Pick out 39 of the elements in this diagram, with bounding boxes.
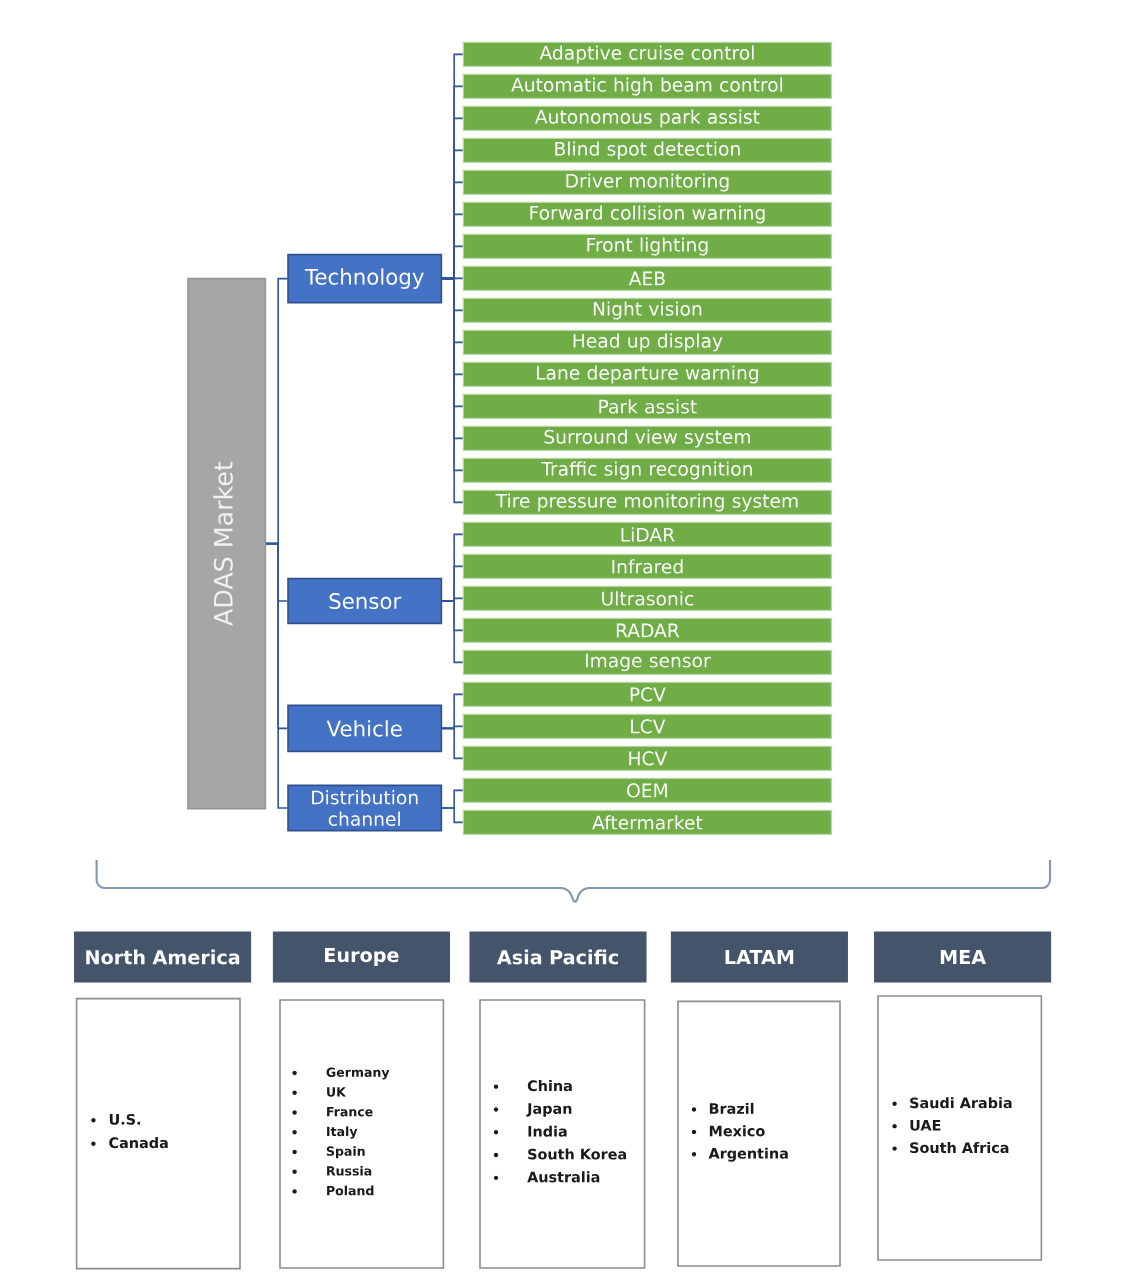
segment-box: Blind spot detection (462, 137, 833, 164)
segment-box: Driver monitoring (462, 169, 833, 196)
segment-box: Image sensor (462, 649, 833, 676)
segment-box: Park assist (462, 393, 833, 420)
region-header: Asia Pacific (469, 931, 647, 983)
segment-box: HCV (462, 745, 833, 772)
segment-box: Lane departure warning (462, 361, 833, 388)
segment-box: LiDAR (462, 521, 833, 548)
segment-box: LCV (462, 713, 833, 740)
segment-box: Front lighting (462, 233, 833, 260)
segment-box: RADAR (462, 617, 833, 644)
connector-line (265, 542, 288, 809)
segment-box: Night vision (462, 297, 833, 324)
region-header: MEA (874, 931, 1052, 983)
segment-box: Forward collision warning (462, 201, 833, 228)
segment-box: Automatic high beam control (462, 73, 833, 100)
segment-box: Ultrasonic (462, 585, 833, 612)
connector-line (441, 807, 464, 824)
segment-box: Aftermarket (462, 809, 833, 836)
region-header: LATAM (670, 931, 848, 983)
segment-box: Traffic sign recognition (462, 457, 833, 484)
category-box: Sensor (287, 577, 443, 625)
segment-box: AEB (462, 265, 833, 292)
segment-box: OEM (462, 777, 833, 804)
category-box: Vehicle (287, 704, 443, 753)
category-box: Technology (287, 253, 443, 304)
segment-box: PCV (462, 681, 833, 708)
segment-box: Head up display (462, 329, 833, 356)
segment-box: Autonomous park assist (462, 105, 833, 132)
segment-box: Tire pressure monitoring system (462, 489, 833, 516)
region-header: North America (74, 931, 252, 983)
segment-box: Surround view system (462, 425, 833, 452)
root-box: ADAS Market (187, 277, 267, 810)
connector-line (441, 727, 464, 760)
segment-box: Adaptive cruise control (462, 41, 833, 68)
segment-box: Infrared (462, 553, 833, 580)
connector-line (441, 600, 464, 664)
region-header: Europe (272, 931, 450, 983)
category-box: Distribution channel (287, 784, 443, 832)
